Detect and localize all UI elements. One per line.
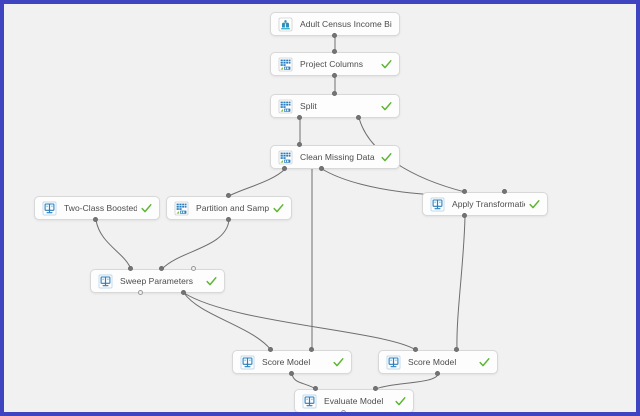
connection-edge[interactable]	[95, 219, 132, 270]
input-port[interactable]	[454, 347, 459, 352]
status-check-icon	[333, 357, 344, 368]
input-port[interactable]	[413, 347, 418, 352]
module-node-label: Score Model	[408, 357, 457, 367]
table-transform-icon	[278, 57, 293, 72]
status-check-icon	[141, 203, 152, 214]
module-node-dataset[interactable]: Adult Census Income Binary C...	[270, 12, 400, 36]
input-port[interactable]	[268, 347, 273, 352]
input-port[interactable]	[313, 386, 318, 391]
module-node-two-class-boosted-decision-tree[interactable]: Two-Class Boosted Decision T...	[34, 196, 160, 220]
output-port[interactable]	[435, 371, 440, 376]
module-node-label: Two-Class Boosted Decision T...	[64, 203, 137, 213]
module-node-label: Adult Census Income Binary C...	[300, 19, 392, 29]
module-node-split[interactable]: Split	[270, 94, 400, 118]
connection-edge[interactable]	[183, 292, 272, 351]
dataset-icon	[278, 17, 293, 32]
output-port[interactable]	[341, 410, 346, 412]
input-port[interactable]	[128, 266, 133, 271]
input-port[interactable]	[502, 189, 507, 194]
model-icon	[302, 394, 317, 409]
connection-edge[interactable]	[456, 215, 466, 351]
output-port[interactable]	[319, 166, 324, 171]
table-transform-icon	[278, 99, 293, 114]
module-node-label: Project Columns	[300, 59, 364, 69]
connection-edge[interactable]	[375, 373, 439, 390]
table-transform-icon	[278, 150, 293, 165]
status-check-icon	[395, 396, 406, 407]
model-icon	[240, 355, 255, 370]
output-port[interactable]	[356, 115, 361, 120]
module-node-evaluate-model[interactable]: Evaluate Model	[294, 389, 414, 412]
output-port[interactable]	[462, 213, 467, 218]
output-port[interactable]	[93, 217, 98, 222]
input-port[interactable]	[373, 386, 378, 391]
input-port[interactable]	[159, 266, 164, 271]
status-check-icon	[479, 357, 490, 368]
module-node-label: Clean Missing Data	[300, 152, 375, 162]
module-node-label: Sweep Parameters	[120, 276, 194, 286]
output-port[interactable]	[332, 73, 337, 78]
status-check-icon	[381, 152, 392, 163]
status-check-icon	[273, 203, 284, 214]
module-node-label: Score Model	[262, 357, 311, 367]
output-port[interactable]	[181, 290, 186, 295]
module-node-clean-missing-data[interactable]: Clean Missing Data	[270, 145, 400, 169]
module-node-sweep-parameters[interactable]: Sweep Parameters	[90, 269, 225, 293]
input-port[interactable]	[226, 193, 231, 198]
module-node-apply-transformation[interactable]: Apply Transformation	[422, 192, 548, 216]
output-port[interactable]	[282, 166, 287, 171]
workflow-canvas[interactable]: Adult Census Income Binary C... Project C…	[4, 4, 636, 412]
connection-edge[interactable]	[161, 219, 230, 270]
status-check-icon	[381, 59, 392, 70]
connection-edge[interactable]	[183, 292, 417, 351]
input-port[interactable]	[309, 347, 314, 352]
output-port[interactable]	[297, 115, 302, 120]
output-port[interactable]	[289, 371, 294, 376]
status-check-icon	[381, 101, 392, 112]
output-port[interactable]	[226, 217, 231, 222]
input-port[interactable]	[332, 91, 337, 96]
model-icon	[430, 197, 445, 212]
model-icon	[42, 201, 57, 216]
model-icon	[386, 355, 401, 370]
status-check-icon	[529, 199, 540, 210]
table-transform-icon	[174, 201, 189, 216]
connection-edge[interactable]	[228, 168, 286, 197]
input-port[interactable]	[332, 49, 337, 54]
model-icon	[98, 274, 113, 289]
input-port[interactable]	[191, 266, 196, 271]
output-port[interactable]	[138, 290, 143, 295]
module-node-label: Partition and Sample	[196, 203, 269, 213]
module-node-score-model-2[interactable]: Score Model	[378, 350, 498, 374]
module-node-label: Evaluate Model	[324, 396, 384, 406]
input-port[interactable]	[462, 189, 467, 194]
output-port[interactable]	[332, 33, 337, 38]
status-check-icon	[206, 276, 217, 287]
module-node-label: Apply Transformation	[452, 199, 525, 209]
module-node-label: Split	[300, 101, 317, 111]
input-port[interactable]	[297, 142, 302, 147]
